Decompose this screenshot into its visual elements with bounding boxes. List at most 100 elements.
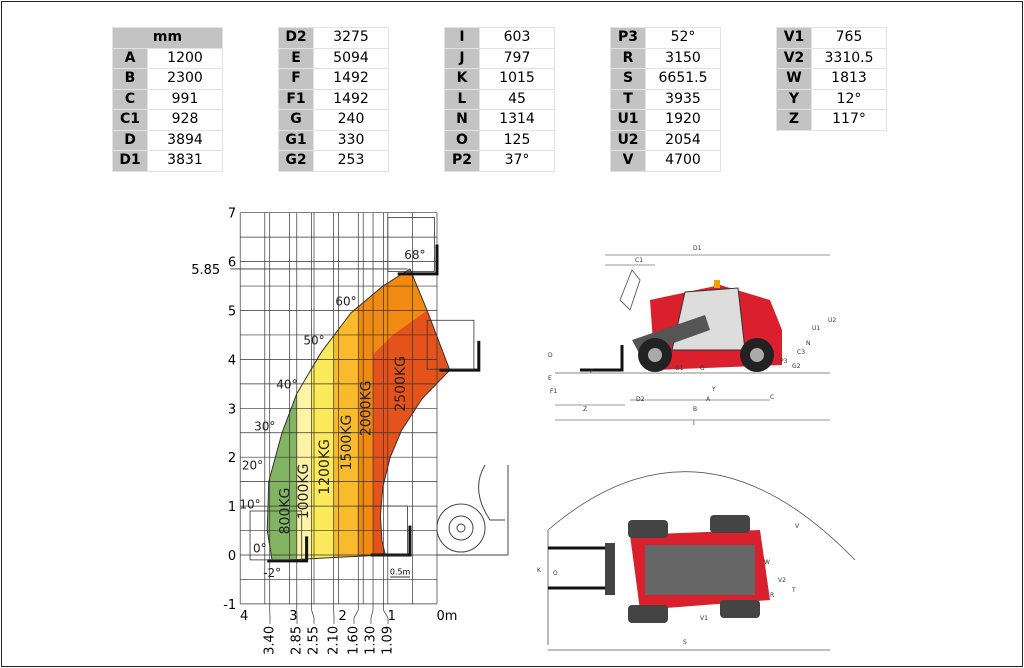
wheel-hub (448, 515, 474, 541)
dimension-label: O (553, 570, 558, 577)
dimension-value: 1920 (645, 109, 721, 131)
dimension-label: D1 (693, 245, 702, 252)
capacity-label: 1200KG (317, 439, 333, 495)
fork-icon (397, 244, 439, 276)
reach-label: 1.09 (381, 626, 396, 655)
y-tick-label: 4 (228, 353, 236, 368)
dimension-value: 6651.5 (645, 68, 721, 90)
dimension-key: D1 (112, 150, 148, 172)
dimension-key: C (112, 88, 148, 110)
angle-label: 40° (276, 378, 297, 392)
dimension-label: B (693, 406, 697, 413)
wheel-outline (436, 503, 486, 553)
zone-2000kg (358, 268, 374, 561)
angle-label: 60° (335, 295, 356, 309)
dimension-label: V2 (778, 577, 786, 584)
dimension-label: U2 (828, 317, 836, 324)
dimension-value: 45 (479, 88, 555, 110)
reach-label: 2.85 (290, 626, 305, 655)
reach-leader-line (383, 609, 389, 624)
dimension-label: D2 (636, 396, 645, 403)
wheel-center (456, 523, 466, 533)
dimension-label: P3 (780, 358, 788, 365)
chassis (645, 545, 755, 595)
dimension-key: V2 (776, 47, 812, 69)
y-tick-label: 1 (228, 500, 236, 515)
y-tick-label: 6 (228, 256, 236, 271)
load-box (249, 510, 303, 561)
tyre-top (628, 520, 668, 538)
dimension-value: 5094 (313, 47, 389, 69)
turning-arc (547, 471, 856, 645)
fork-icon (439, 340, 481, 372)
reach-leader-line (353, 609, 359, 624)
reach-label: 2.55 (307, 626, 322, 655)
capacity-label: 1500KG (339, 415, 355, 471)
reach-label: 1.30 (364, 626, 379, 655)
dimension-label: G (700, 365, 705, 372)
dimension-label: V1 (700, 615, 708, 622)
table-header: mm (112, 27, 223, 49)
y-tick-label: 7 (228, 207, 236, 222)
dimension-label: C3 (797, 349, 805, 356)
dimension-value: 797 (479, 47, 555, 69)
dimension-label: S (683, 639, 687, 646)
dimension-label: E (548, 375, 552, 382)
angle-label: 0° (253, 542, 267, 556)
dimension-key: P2 (444, 150, 480, 172)
dimension-label: C (770, 394, 774, 401)
dimension-label: V (795, 523, 800, 530)
dimension-key: V (610, 150, 646, 172)
dimension-value: 1492 (313, 68, 389, 90)
dimension-label: I (693, 420, 695, 427)
dimension-value: 3150 (645, 47, 721, 69)
dimension-value: 330 (313, 129, 389, 151)
dimension-key: N (444, 109, 480, 131)
dimension-value: 603 (479, 27, 555, 49)
dimension-key: V1 (776, 27, 812, 49)
max-height-label: 5.85 (191, 263, 220, 278)
reach-label: 1.60 (347, 626, 362, 655)
dimension-label: F (590, 368, 594, 375)
dimension-label: D (548, 352, 553, 359)
dimension-value: 1200 (147, 47, 223, 69)
envelope-outline (266, 268, 451, 562)
dimension-value: 3831 (147, 150, 223, 172)
front-hub (648, 348, 662, 362)
reach-leader-line (370, 609, 374, 624)
angle-label: 20° (242, 458, 263, 472)
x-tick-label: 2 (338, 609, 346, 624)
dimension-label: T (791, 587, 796, 594)
load-box (357, 505, 408, 556)
rear-hub (750, 348, 764, 362)
tyre-top (710, 515, 750, 533)
zone-upper-orange (373, 268, 428, 355)
dimension-label: U1 (812, 325, 820, 332)
dimension-key: F1 (278, 88, 314, 110)
load-box (387, 217, 435, 272)
x-tick-label: 3 (289, 609, 297, 624)
dimension-key: U2 (610, 129, 646, 151)
